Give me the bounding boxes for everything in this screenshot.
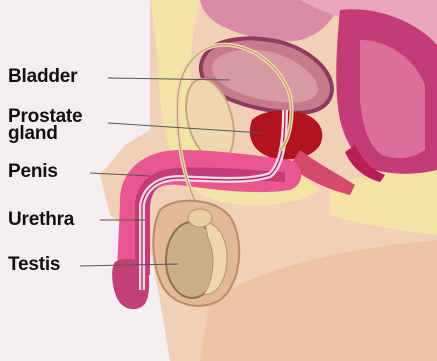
- penis-label: Penis: [8, 162, 58, 181]
- testis-label: Testis: [8, 255, 60, 274]
- prostate-gland-label: Prostate gland: [8, 108, 82, 142]
- prostate-label-line2: gland: [8, 125, 82, 142]
- bladder-label: Bladder: [8, 67, 77, 86]
- urethra-label: Urethra: [8, 210, 74, 229]
- epididymis-head: [188, 209, 212, 227]
